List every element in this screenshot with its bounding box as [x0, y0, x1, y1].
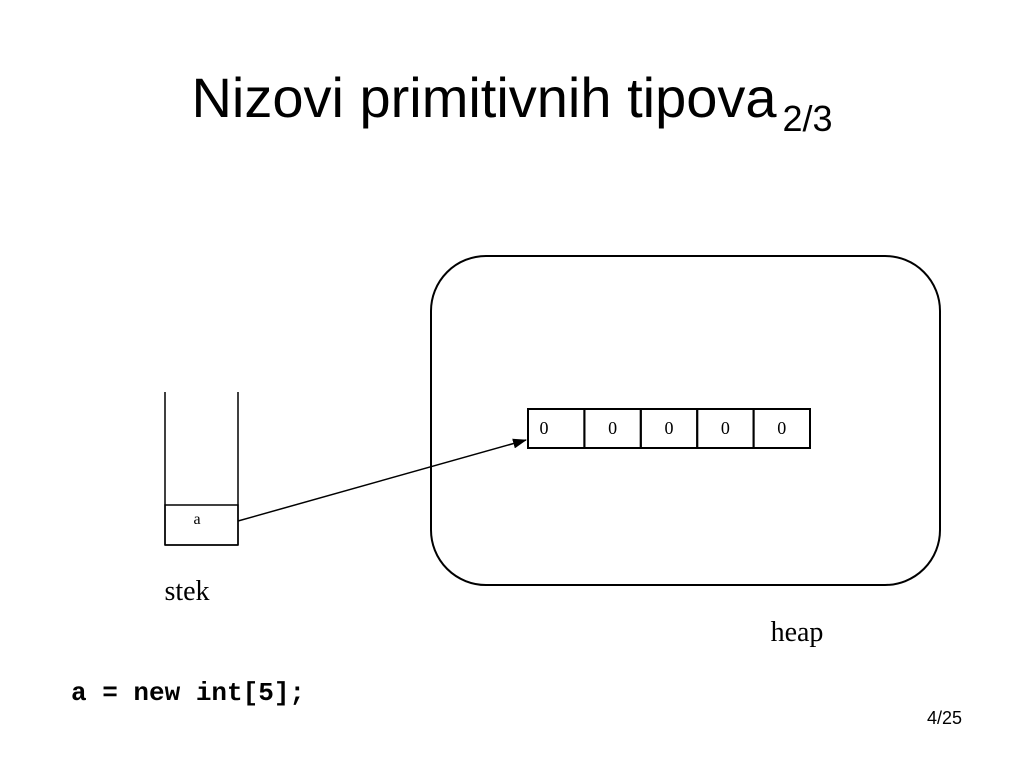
array-cell-value: 0 [665, 418, 674, 438]
int-array: 0 0 0 0 0 [527, 408, 811, 449]
heap: 0 0 0 0 0 heap [430, 255, 941, 648]
array-cell [752, 408, 811, 449]
stack-variable-label: a [193, 511, 200, 528]
array-cell-value: 0 [777, 418, 786, 438]
page-number: 4/25 [926, 708, 962, 728]
heap-label: heap [771, 617, 824, 648]
array-cell [527, 408, 586, 449]
array-cell-value: 0 [608, 418, 617, 438]
stack-slot-a [164, 504, 239, 546]
array-cell-value: 0 [540, 418, 549, 438]
stack: a stek [164, 392, 239, 607]
code-statement: a = new int[5]; [71, 678, 306, 708]
heap-region [430, 255, 941, 586]
reference-arrow [237, 438, 527, 522]
array-cell-value: 0 [721, 418, 730, 438]
title-main: Nizovi primitivnih tipova [191, 66, 777, 129]
title-suffix: 2/3 [782, 98, 833, 139]
stack-label: stek [164, 576, 209, 607]
